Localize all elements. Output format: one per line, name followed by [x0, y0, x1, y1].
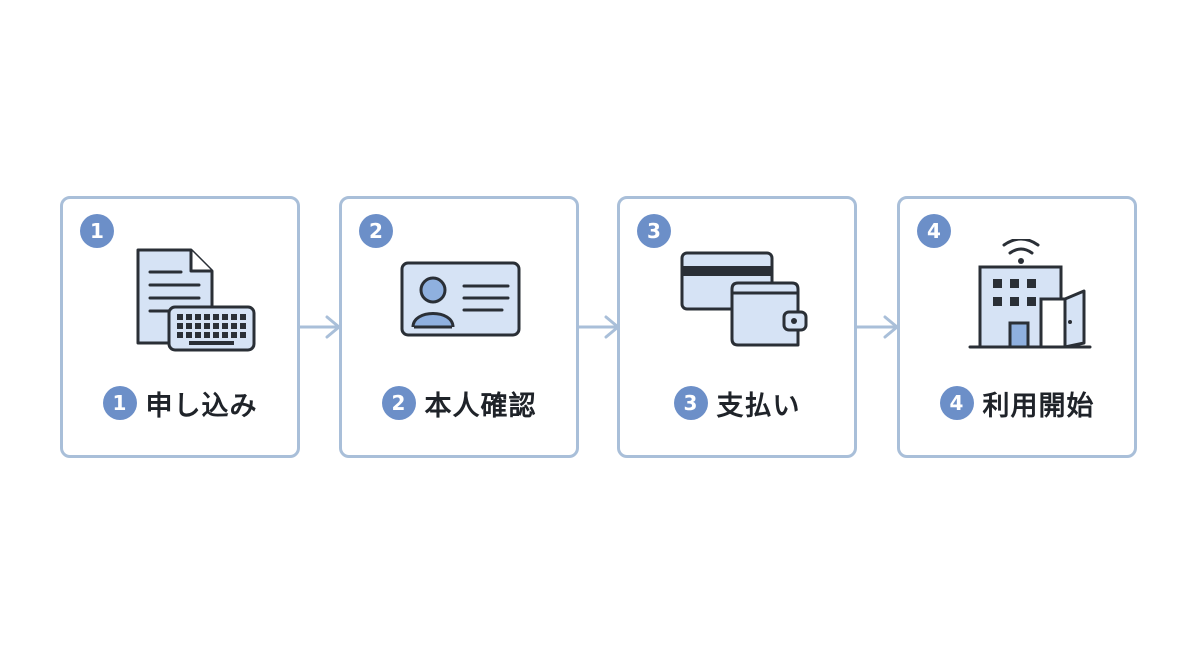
- step-4-label: 4 利用開始: [900, 383, 1134, 423]
- step-4-label-number: 4: [939, 386, 974, 420]
- step-4-badge: 4: [917, 214, 951, 248]
- step-4-label-text: 利用開始: [982, 390, 1095, 422]
- step-2-label-number: 2: [381, 386, 416, 420]
- step-2-label: 2 本人確認: [342, 383, 576, 423]
- step-2-card: 2 2 本人確認: [339, 196, 579, 458]
- step-1-label-number: 1: [102, 386, 137, 420]
- arrow-right-icon: [297, 313, 343, 341]
- step-1-label: 1 申し込み: [63, 383, 297, 423]
- step-2-label-text: 本人確認: [424, 390, 537, 422]
- step-3-label-text: 支払い: [716, 390, 801, 422]
- step-3-badge: 3: [637, 214, 671, 248]
- id-card-icon: [342, 239, 576, 359]
- step-3-label: 3 支払い: [620, 383, 854, 423]
- step-2-badge: 2: [359, 214, 393, 248]
- step-3-label-number: 3: [673, 386, 708, 420]
- arrow-right-icon: [576, 313, 622, 341]
- document-keyboard-icon: [63, 239, 297, 359]
- step-1-card: 1 1 申し込み: [60, 196, 300, 458]
- step-1-badge: 1: [80, 214, 114, 248]
- arrow-right-icon: [855, 313, 901, 341]
- step-3-card: 3 3 支払い: [617, 196, 857, 458]
- step-4-card: 4: [897, 196, 1137, 458]
- building-door-wifi-icon: [900, 239, 1134, 359]
- card-wallet-icon: [620, 239, 854, 359]
- step-1-label-text: 申し込み: [145, 390, 258, 422]
